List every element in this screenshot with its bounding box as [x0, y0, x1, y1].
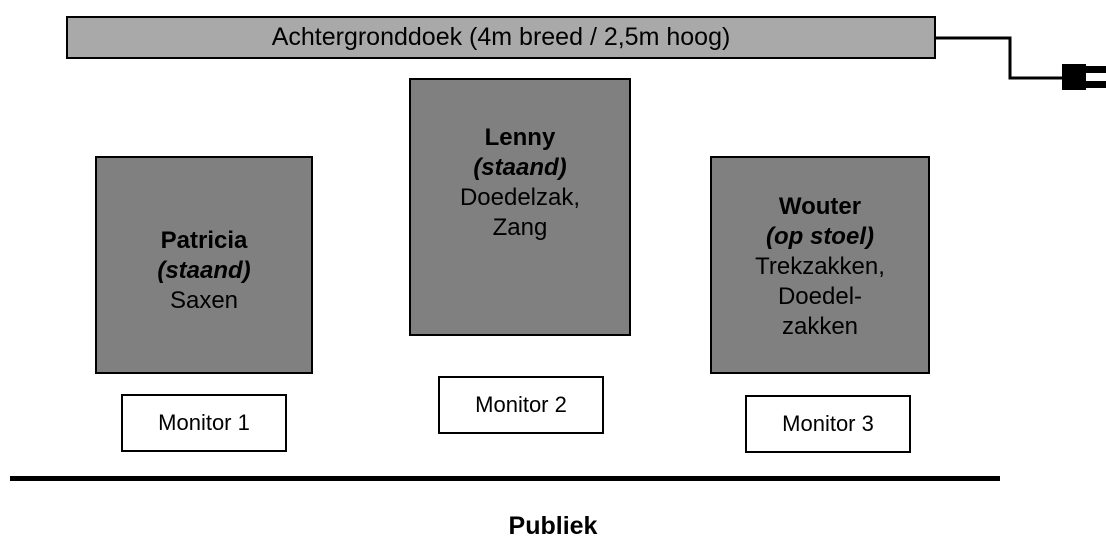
- player-instrument: Trekzakken, Doedel- zakken: [755, 253, 885, 340]
- player-name: Wouter: [778, 193, 862, 220]
- monitor-label: Monitor 3: [782, 411, 874, 436]
- stage-edge-line: [10, 476, 1000, 481]
- monitor-label: Monitor 1: [158, 410, 250, 435]
- player-box-lenny: Lenny (staand) Doedelzak, Zang: [409, 78, 631, 336]
- player-name: Patricia: [160, 227, 248, 254]
- backdrop-cloth: Achtergronddoek (4m breed / 2,5m hoog): [66, 16, 936, 59]
- monitor-box-2: Monitor 2: [438, 376, 604, 434]
- player-name: Lenny: [484, 124, 556, 151]
- player-box-patricia: Patricia (staand) Saxen: [95, 156, 313, 374]
- monitor-box-3: Monitor 3: [745, 395, 911, 453]
- player-pose: (staand): [473, 154, 567, 181]
- player-pose: (op stoel): [765, 223, 874, 250]
- player-instrument: Saxen: [169, 287, 239, 314]
- audience-label: Publiek: [508, 512, 598, 540]
- monitor-label: Monitor 2: [475, 392, 567, 417]
- backdrop-label: Achtergronddoek (4m breed / 2,5m hoog): [271, 23, 731, 51]
- player-box-wouter: Wouter (op stoel) Trekzakken, Doedel- za…: [710, 156, 930, 374]
- power-cable: [936, 36, 1062, 80]
- player-instrument: Doedelzak, Zang: [459, 184, 581, 241]
- player-pose: (staand): [157, 257, 251, 284]
- monitor-box-1: Monitor 1: [121, 394, 287, 452]
